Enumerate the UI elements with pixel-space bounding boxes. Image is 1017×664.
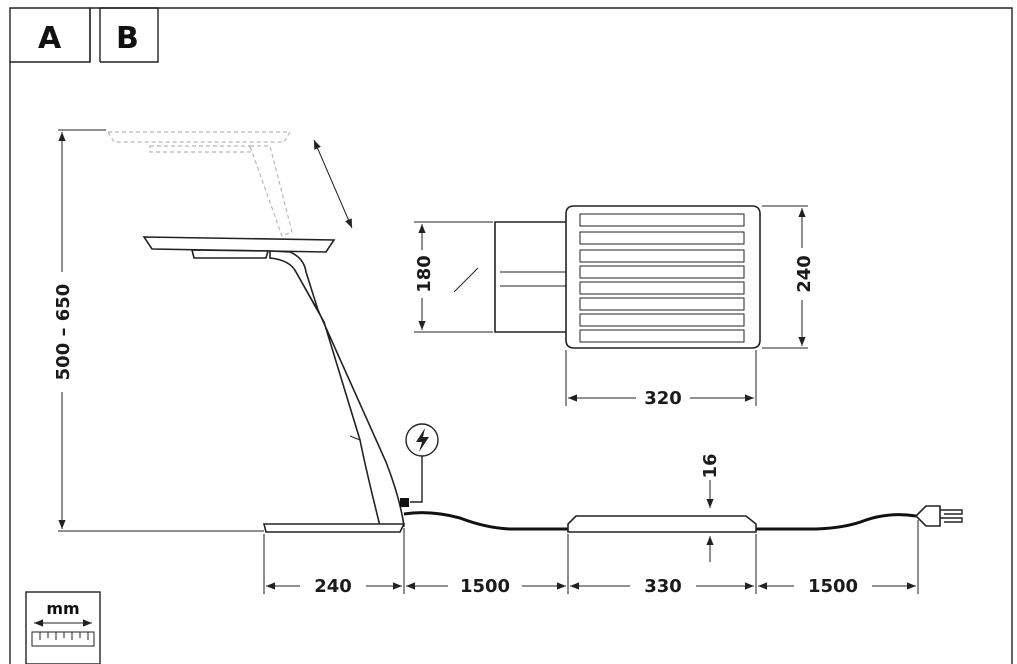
cable-2-label: 1500 <box>808 576 858 597</box>
switch-length-label: 330 <box>644 576 682 597</box>
head-width-label: 240 <box>794 255 815 293</box>
switch-height-label: 16 <box>700 453 721 478</box>
head-tilt-arrow <box>313 139 353 229</box>
tab-a[interactable]: A <box>38 21 62 56</box>
head-depth-label: 180 <box>414 255 435 293</box>
unit-box: mm <box>25 591 101 664</box>
lamp-head-top-view <box>453 205 761 349</box>
cable-1-label: 1500 <box>460 576 510 597</box>
tab-a-label: A <box>38 21 62 56</box>
inline-switch <box>567 515 757 533</box>
ruler-icon <box>31 631 95 647</box>
unit-label: mm <box>46 599 79 618</box>
tab-b-label: B <box>116 21 139 56</box>
tab-b[interactable]: B <box>116 21 139 56</box>
page-frame <box>9 7 1013 664</box>
lamp-raised-position <box>106 131 293 237</box>
lamp-side-view <box>142 236 406 533</box>
head-length-label: 320 <box>644 388 682 409</box>
base-length-label: 240 <box>314 576 352 597</box>
lightning-icon <box>400 423 439 507</box>
power-cable <box>403 511 917 531</box>
led-slats <box>579 213 745 343</box>
plug-icon <box>914 505 963 527</box>
height-range-label: 500 – 650 <box>53 284 74 381</box>
bottom-dimension-chain <box>263 520 919 594</box>
